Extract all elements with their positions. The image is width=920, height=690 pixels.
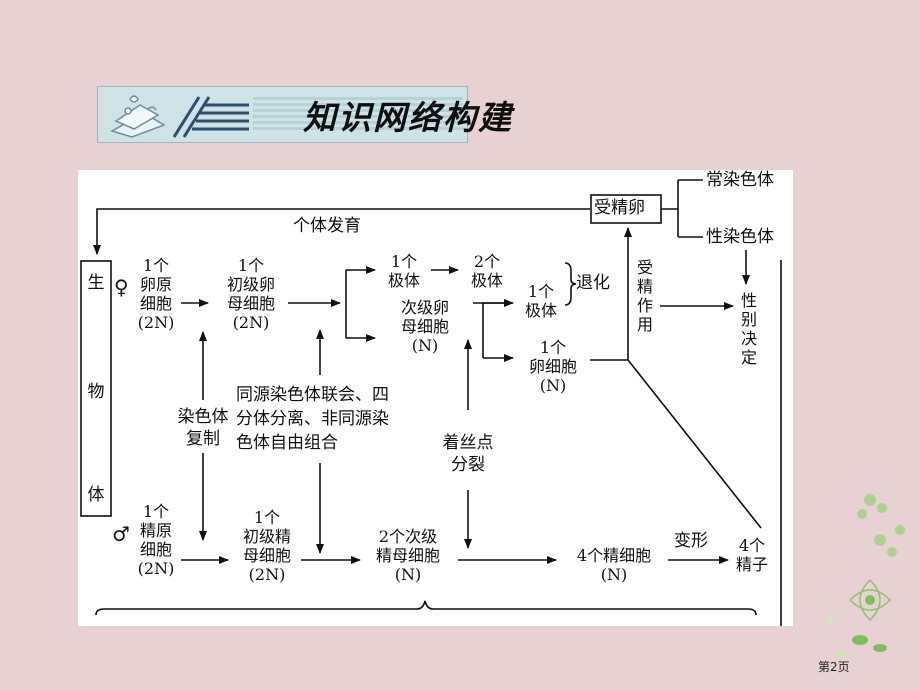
primary-spermatocyte-line-3: 母细胞 [242, 546, 291, 565]
sex-determination-char-4: 定 [740, 348, 757, 367]
fertilization-char-2: 精 [636, 277, 653, 296]
sperm-node: 4个 精子 [730, 536, 774, 574]
primary-spermatocyte-node: 1个 初级精 母细胞 (2N) [230, 508, 304, 584]
spermatogonium-line-1: 1个 [142, 502, 170, 521]
polar-body-node: 1个 极体 [378, 252, 430, 290]
page-number: 第2页 [818, 660, 850, 674]
meiosis-events-line-3: 色体自由组合 [236, 433, 338, 453]
centromere-division-line-1: 着丝点 [442, 433, 494, 453]
spermatogonium-node: 1个 精原 细胞 (2N) [130, 502, 182, 578]
individual-development-label: 个体发育 [293, 216, 361, 236]
polar-body-line-1: 1个 [390, 252, 418, 271]
oogonium-line-2: 卵原 [139, 275, 172, 294]
secondary-spermatocyte-line-2: 精母细胞 [375, 546, 440, 565]
spermatogonium-line-4: (2N) [137, 559, 175, 578]
euchromosome-label: 常染色体 [706, 170, 774, 190]
two-polar-bodies-node: 2个 极体 [460, 252, 514, 290]
oogonium-node: 1个 卵原 细胞 (2N) [130, 256, 182, 332]
two-polar-bodies-line-2: 极体 [470, 271, 503, 290]
primary-oocyte-node: 1个 初级卵 母细胞 (2N) [214, 256, 288, 332]
secondary-oocyte-node: 次级卵 母细胞 (N) [378, 298, 472, 355]
sex-determination-char-3: 决 [740, 329, 757, 348]
degenerate-label: 退化 [576, 273, 610, 293]
third-polar-body-line-1: 1个 [527, 282, 555, 301]
primary-oocyte-line-4: (2N) [232, 313, 270, 332]
sex-determination-char-1: 性 [740, 291, 757, 310]
flower-decoration-icon [826, 494, 905, 659]
transformation-label: 变形 [674, 531, 708, 551]
fertilization-char-1: 受 [636, 258, 653, 277]
egg-cell-line-2: 卵细胞 [528, 357, 577, 376]
organism-char-3: 体 [87, 485, 105, 505]
sperm-line-1: 4个 [738, 536, 766, 555]
oogonium-line-1: 1个 [142, 256, 170, 275]
meiosis-events-line-1: 同源染色体联会、四 [236, 385, 389, 405]
secondary-spermatocyte-line-3: (N) [394, 565, 422, 584]
fertilization-label: 受 精 作 用 [634, 258, 656, 334]
zygote-label: 受精卵 [594, 198, 645, 218]
primary-spermatocyte-line-1: 1个 [253, 508, 281, 527]
egg-cell-node: 1个 卵细胞 (N) [516, 338, 590, 395]
sex-chromosome-label: 性染色体 [706, 227, 774, 247]
banner-title: 知识网络构建 [303, 98, 513, 137]
secondary-spermatocyte-node: 2个次级 精母细胞 (N) [362, 527, 454, 584]
centromere-division-label: 着丝点 分裂 [436, 432, 500, 476]
sex-determination-label: 性 别 决 定 [738, 291, 760, 367]
meiosis-events-line-2: 分体分离、非同源染 [236, 409, 389, 429]
egg-cell-line-3: (N) [539, 376, 567, 395]
sex-determination-char-2: 别 [740, 310, 757, 329]
fertilization-char-3: 作 [636, 296, 653, 315]
third-polar-body-line-2: 极体 [524, 301, 557, 320]
oogonium-line-3: 细胞 [139, 294, 172, 313]
centromere-division-line-2: 分裂 [451, 455, 485, 475]
egg-cell-line-1: 1个 [539, 338, 567, 357]
spermatids-node: 4个精细胞 (N) [560, 546, 668, 584]
secondary-oocyte-line-2: 母细胞 [400, 317, 449, 336]
diagram-connectors [80, 179, 782, 626]
primary-spermatocyte-line-2: 初级精 [242, 527, 291, 546]
female-symbol-icon: ♀ [114, 275, 129, 299]
third-polar-body-node: 1个 极体 [516, 282, 566, 320]
section-banner: 知识网络构建 [97, 86, 511, 143]
polar-body-line-2: 极体 [387, 271, 420, 290]
spermatids-line-2: (N) [600, 565, 628, 584]
spermatogonium-line-3: 细胞 [139, 540, 172, 559]
spermatogonium-line-2: 精原 [139, 521, 172, 540]
organism-char-1: 生 [87, 273, 105, 293]
meiosis-events-label: 同源染色体联会、四 分体分离、非同源染 色体自由组合 [236, 383, 414, 455]
organism-char-2: 物 [87, 382, 105, 402]
spermatids-line-1: 4个精细胞 [576, 546, 652, 565]
primary-oocyte-line-3: 母细胞 [226, 294, 275, 313]
two-polar-bodies-line-1: 2个 [473, 252, 501, 271]
chromosome-replication-line-1: 染色体 [177, 407, 229, 427]
fertilization-char-4: 用 [636, 315, 653, 334]
books-icon [110, 95, 249, 138]
primary-oocyte-line-2: 初级卵 [226, 275, 275, 294]
primary-spermatocyte-line-4: (2N) [248, 565, 286, 584]
male-symbol-icon: ♂ [112, 522, 130, 546]
sperm-line-2: 精子 [735, 555, 768, 574]
primary-oocyte-line-1: 1个 [237, 256, 265, 275]
chromosome-replication-label: 染色体 复制 [162, 406, 244, 450]
secondary-oocyte-line-3: (N) [411, 336, 439, 355]
secondary-spermatocyte-line-1: 2个次级 [378, 527, 438, 546]
chromosome-replication-line-2: 复制 [186, 429, 220, 449]
secondary-oocyte-line-1: 次级卵 [400, 298, 449, 317]
oogonium-line-4: (2N) [137, 313, 175, 332]
banner-stripes [253, 97, 463, 133]
gametogenesis-diagram: 生 物 体 个体发育 受精卵 常染色体 性染色体 受 精 作 用 性 别 决 定… [78, 170, 793, 626]
